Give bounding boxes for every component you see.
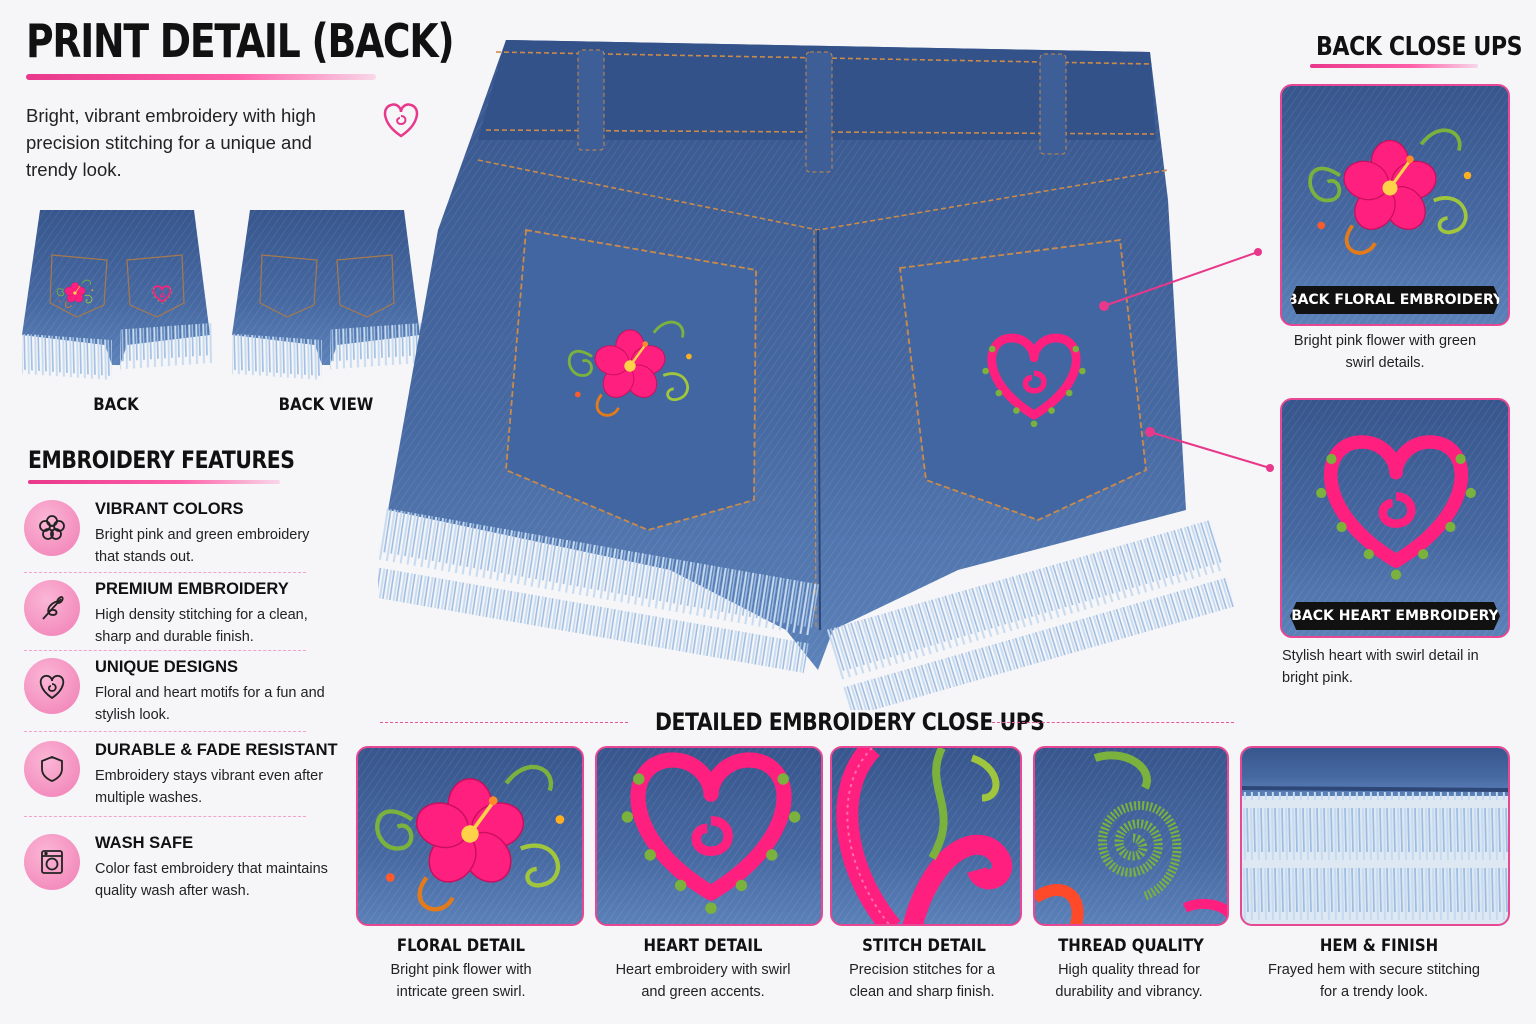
floral-embroidery-image [1282,86,1508,324]
feature-desc: Bright pink and green embroidery that st… [95,527,310,565]
detail-title: THREAD QUALITY [1058,936,1204,956]
feature-vibrant-colors: VIBRANT COLORS Bright pink and green emb… [24,500,309,573]
feature-title: WASH SAFE [95,834,194,852]
feature-title: UNIQUE DESIGNS [95,658,239,676]
feature-divider [24,650,306,651]
feature-divider [24,731,306,732]
detail-title: FLORAL DETAIL [396,936,526,956]
thumbnail-back-label: BACK [93,395,139,415]
closeup-desc: Stylish heart with swirl detail in brigh… [1282,648,1479,686]
detail-desc: Heart embroidery with swirl and green ac… [615,962,791,1000]
closeup-label: BACK HEART EMBROIDERY [1290,602,1500,630]
feature-divider [24,816,306,817]
title-underline [26,74,376,80]
heading-dash-right [992,722,1234,723]
thumbnail-back[interactable] [12,205,220,385]
feature-durable-fade-resistant: DURABLE & FADE RESISTANT Embroidery stay… [24,741,338,817]
feature-unique-designs: UNIQUE DESIGNS Floral and heart motifs f… [24,658,325,732]
detail-title: HEM & FINISH [1319,936,1439,956]
page-title: PRINT DETAIL (BACK) [26,14,455,68]
thumbnail-back-view-label: BACK VIEW [278,395,374,415]
detail-desc: Bright pink flower with intricate green … [390,962,532,1000]
feature-desc: Embroidery stays vibrant even after mult… [95,768,324,806]
feature-title: DURABLE & FADE RESISTANT [95,741,338,759]
features-underline [28,480,280,484]
detail-desc: High quality thread for durability and v… [1055,962,1203,1000]
feature-wash-safe: WASH SAFE Color fast embroidery that mai… [24,834,328,904]
main-shorts-image [378,40,1236,710]
floral-detail-image [358,748,582,924]
feature-divider [24,572,306,573]
feature-premium-embroidery: PREMIUM EMBROIDERY High density stitchin… [24,580,308,651]
detail-card-floral[interactable] [356,746,584,926]
features-heading: EMBROIDERY FEATURES [28,446,295,474]
detail-desc: Frayed hem with secure stitching for a t… [1268,962,1480,1000]
intro-text: Bright, vibrant embroidery with high pre… [26,105,316,180]
closeup-desc: Bright pink flower with green swirl deta… [1293,333,1477,371]
feature-desc: Floral and heart motifs for a fun and st… [95,685,325,723]
detail-card-hem[interactable] [1240,746,1510,926]
closeup-label: BACK FLORAL EMBROIDERY [1290,286,1500,314]
flower-icon [24,500,80,556]
washing-machine-icon [24,834,80,890]
thumbnail-back-view[interactable] [222,205,430,385]
heart-detail-image [597,748,821,924]
feature-title: PREMIUM EMBROIDERY [95,580,289,598]
hem-detail-image [1242,748,1508,924]
detailed-heading: DETAILED EMBROIDERY CLOSE UPS [655,708,1045,736]
shield-icon [24,741,80,797]
heart-swirl-icon [24,658,80,714]
detail-title: HEART DETAIL [643,936,763,956]
back-closeups-underline [1310,64,1478,68]
stitch-detail-image [832,748,1020,924]
feature-title: VIBRANT COLORS [95,500,244,518]
back-closeups-heading: BACK CLOSE UPS [1316,32,1523,62]
heart-doodle-icon [383,103,419,138]
thread-detail-image [1035,748,1227,924]
feature-desc: High density stitching for a clean, shar… [95,607,308,645]
heading-dash-left [380,722,628,723]
detail-card-thread[interactable] [1033,746,1229,926]
callout-connectors [1099,248,1274,472]
closeup-back-heart[interactable]: BACK HEART EMBROIDERY [1280,398,1510,638]
closeup-back-floral[interactable]: BACK FLORAL EMBROIDERY [1280,84,1510,326]
detail-card-heart[interactable] [595,746,823,926]
detail-title: STITCH DETAIL [862,936,986,956]
detail-desc: Precision stitches for a clean and sharp… [849,962,995,1000]
heart-embroidery-image [1282,400,1508,636]
detail-card-stitch[interactable] [830,746,1022,926]
needle-thread-icon [24,580,80,636]
feature-desc: Color fast embroidery that maintains qua… [95,861,328,899]
